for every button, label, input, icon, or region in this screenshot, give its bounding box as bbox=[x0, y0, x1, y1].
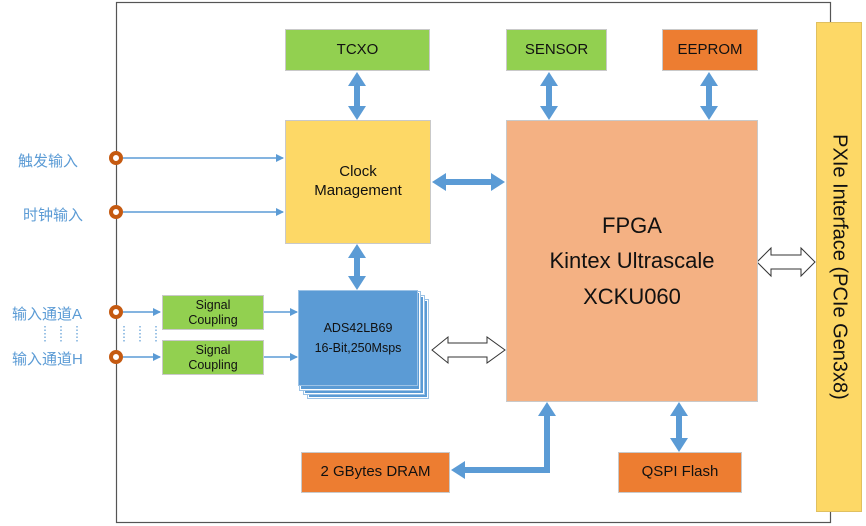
coupling-h-line1: Signal bbox=[195, 342, 231, 357]
qspi-label: QSPI Flash bbox=[641, 463, 719, 481]
trigger-input-label: 触发输入 bbox=[18, 153, 79, 170]
signal-coupling-h-block: Signal Coupling bbox=[162, 340, 264, 375]
clock-management-block: Clock Management bbox=[285, 120, 431, 244]
fpga-pxie-hollow-arrow bbox=[756, 246, 816, 278]
tcxo-clock-arrow bbox=[348, 72, 366, 120]
fpga-label-line3: XCKU060 bbox=[583, 283, 681, 309]
channel-h-label: 输入通道H bbox=[12, 351, 83, 368]
eeprom-label: EEPROM bbox=[677, 40, 743, 58]
pxie-interface-block: PXIe Interface (PCIe Gen3x8) bbox=[816, 22, 862, 512]
sensor-label: SENSOR bbox=[524, 40, 589, 58]
coupling-h-line2: Coupling bbox=[188, 357, 238, 372]
sensor-block: SENSOR bbox=[506, 29, 607, 71]
eeprom-fpga-arrow bbox=[700, 72, 718, 120]
signal-coupling-a-block: Signal Coupling bbox=[162, 295, 264, 330]
fpga-block: FPGA Kintex Ultrascale XCKU060 bbox=[506, 120, 758, 402]
channel-a-connector-icon bbox=[109, 305, 123, 319]
adc-label-line2: 16-Bit,250Msps bbox=[314, 341, 402, 355]
channel-a-label: 输入通道A bbox=[12, 306, 83, 323]
dram-label: 2 GBytes DRAM bbox=[320, 463, 431, 481]
adc-fpga-hollow-arrow bbox=[431, 335, 506, 365]
clock-input-label: 时钟输入 bbox=[23, 207, 84, 224]
sensor-fpga-arrow bbox=[540, 72, 558, 120]
tcxo-block: TCXO bbox=[285, 29, 430, 71]
fpga-label-line1: FPGA bbox=[602, 213, 662, 239]
channel-h-connector-icon bbox=[109, 350, 123, 364]
clock-label-line1: Clock bbox=[339, 163, 377, 181]
channel-ellipsis bbox=[44, 326, 157, 342]
bidir-arrows bbox=[348, 72, 718, 479]
tcxo-label: TCXO bbox=[336, 40, 379, 58]
dram-fpga-arrow bbox=[451, 402, 556, 479]
qspi-fpga-arrow bbox=[670, 402, 688, 452]
pxie-label: PXIe Interface (PCIe Gen3x8) bbox=[828, 134, 851, 400]
clock-fpga-arrow bbox=[432, 173, 505, 191]
trigger-connector-icon bbox=[109, 151, 123, 165]
dram-block: 2 GBytes DRAM bbox=[301, 452, 450, 493]
fpga-label-line2: Kintex Ultrascale bbox=[549, 248, 715, 274]
coupling-a-line2: Coupling bbox=[188, 312, 238, 327]
eeprom-block: EEPROM bbox=[662, 29, 758, 71]
clock-label-line2: Management bbox=[314, 182, 402, 199]
adc-label-line1: ADS42LB69 bbox=[323, 321, 393, 335]
adc-block: ADS42LB69 16-Bit,250Msps bbox=[298, 290, 418, 386]
coupling-a-line1: Signal bbox=[195, 297, 231, 312]
clock-adc-arrow bbox=[348, 244, 366, 290]
qspi-flash-block: QSPI Flash bbox=[618, 452, 742, 493]
clock-connector-icon bbox=[109, 205, 123, 219]
